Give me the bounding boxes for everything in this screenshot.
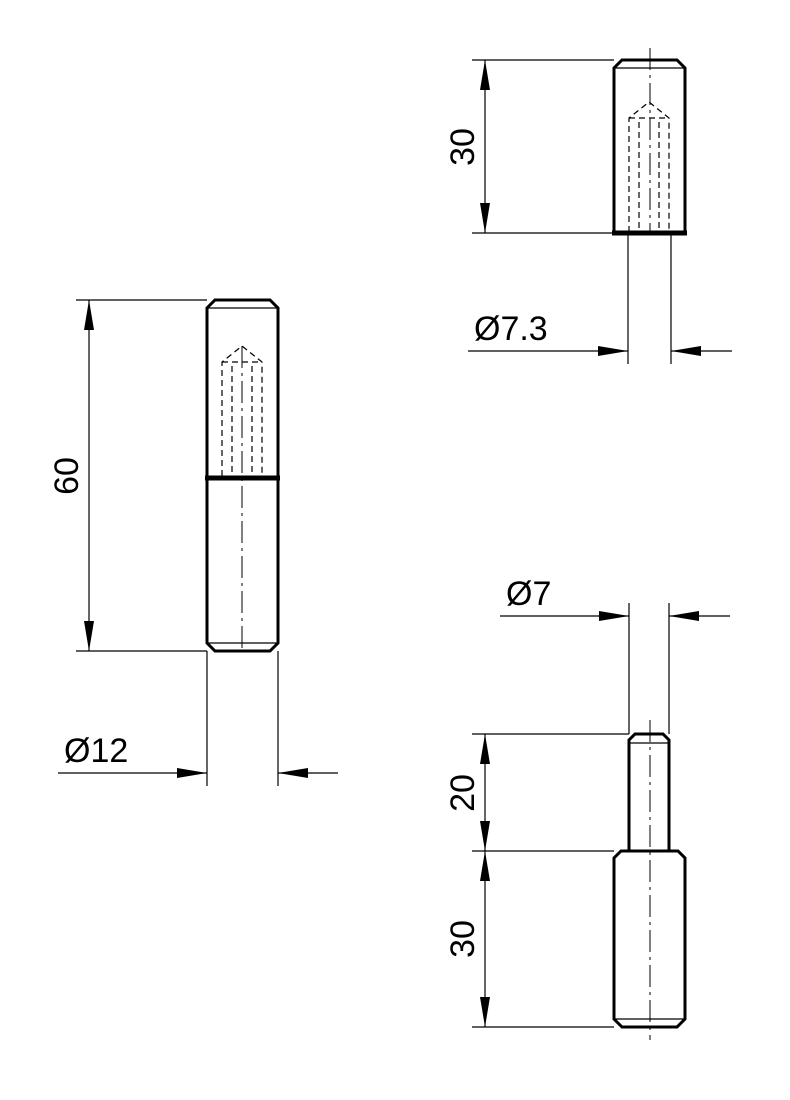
arrow-icon [480, 203, 490, 233]
top-right-sleeve-bore-hidden [628, 101, 670, 232]
arrow-icon [480, 997, 490, 1027]
top-right-diameter-label: Ø7.3 [474, 310, 548, 348]
bottom-right-body-length-label: 30 [444, 920, 482, 958]
left-pin-diameter-label: Ø12 [64, 732, 128, 770]
arrow-icon [84, 621, 94, 651]
bottom-right-body-outline [612, 849, 687, 1029]
top-right-length-label: 30 [444, 128, 482, 166]
arrow-icon [480, 851, 490, 881]
left-pin-assembly: 60 Ø12 [48, 298, 338, 786]
arrow-icon [480, 821, 490, 851]
left-pin-lower-outline [205, 480, 280, 653]
arrow-icon [480, 734, 490, 764]
arrow-icon [278, 768, 308, 778]
arrow-icon [599, 611, 629, 621]
arrow-icon [480, 60, 490, 90]
arrow-icon [84, 300, 94, 330]
left-pin-bore-hidden [221, 345, 263, 476]
arrow-icon [598, 346, 628, 356]
bottom-right-pin: Ø7 20 30 [444, 575, 730, 1040]
left-pin-length-label: 60 [48, 457, 86, 495]
arrow-icon [177, 768, 207, 778]
bottom-right-pin-length-label: 20 [444, 774, 482, 812]
top-right-sleeve: 30 Ø7.3 [444, 48, 732, 364]
bottom-right-small-pin-outline [627, 732, 671, 851]
left-pin-upper-outline [205, 298, 280, 476]
arrow-icon [671, 346, 701, 356]
bottom-right-diameter-label: Ø7 [506, 575, 551, 613]
arrow-icon [669, 611, 699, 621]
